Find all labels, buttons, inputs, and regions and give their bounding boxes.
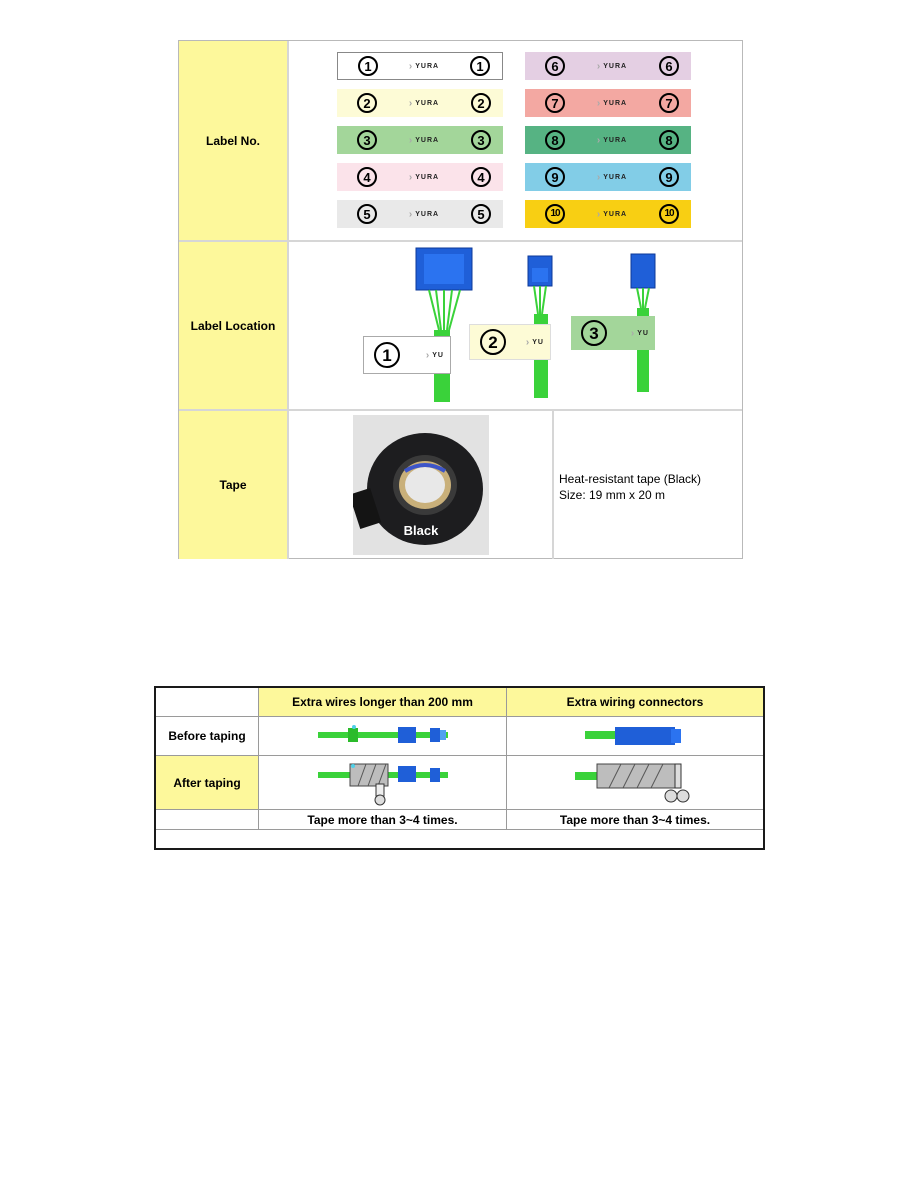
wire-before-drawing [317, 725, 448, 743]
location-label-1: 1 ›YU [363, 336, 451, 374]
label-number: 3 [357, 130, 377, 150]
label-number: 5 [357, 204, 377, 224]
label-brand: ›YURA [596, 97, 628, 109]
tape-photo: Black [349, 415, 489, 555]
tape-desc-line2: Size: 19 mm x 20 m [559, 488, 666, 502]
tape-heading: Tape [219, 478, 247, 492]
label-brand: ›YURA [408, 134, 440, 146]
label-number: 10 [545, 204, 565, 224]
label-swatch-4: 4 ›YURA 4 [337, 163, 503, 191]
row-header-label-no: Label No. [179, 41, 289, 240]
label-number: 7 [659, 93, 679, 113]
label-brand: ›YURA [596, 60, 628, 72]
label-number: 2 [357, 93, 377, 113]
tape-description: Heat-resistant tape (Black) Size: 19 mm … [559, 471, 739, 503]
label-swatch-3: 3 ›YURA 3 [337, 126, 503, 154]
label-number: 8 [659, 130, 679, 150]
label-number: 1 [358, 56, 378, 76]
label-brand: ›YURA [596, 208, 628, 220]
col-header-extra-connectors: Extra wiring connectors [507, 688, 763, 717]
label-number: 2 [480, 329, 506, 355]
taping-instructions-table: Extra wires longer than 200 mm Extra wir… [154, 686, 765, 850]
label-no-heading: Label No. [205, 133, 260, 148]
label-number: 4 [471, 167, 491, 187]
row-header-tape: Tape [179, 411, 289, 559]
row-divider [179, 240, 742, 242]
label-brand: ›YURA [408, 171, 440, 183]
label-number: 1 [470, 56, 490, 76]
tape-desc-line1: Heat-resistant tape (Black) [559, 472, 702, 486]
col-divider [552, 411, 554, 559]
row-header-label-location: Label Location [179, 242, 289, 409]
tape-photo-caption: Black [403, 523, 439, 538]
label-swatch-2: 2 ›YURA 2 [337, 89, 503, 117]
label-brand: ›YURA [408, 60, 440, 72]
label-swatch-8: 8 ›YURA 8 [525, 126, 691, 154]
row-header-before-taping: Before taping [156, 717, 259, 756]
label-number: 6 [659, 56, 679, 76]
location-label-2: 2 ›YU [469, 324, 551, 360]
connector-after-drawing [575, 763, 690, 802]
label-swatch-5: 5 ›YURA 5 [337, 200, 503, 228]
label-swatch-1: 1 ›YURA 1 [337, 52, 503, 80]
label-brand: ›YU [425, 349, 444, 361]
corner-cell [156, 688, 259, 717]
notes-row-empty-cell [156, 810, 259, 830]
before-taping-wires-illustration [259, 717, 507, 756]
label-number: 1 [374, 342, 400, 368]
label-number: 3 [581, 320, 607, 346]
label-spec-table: Label No. Label Location Tape 1 ›YURA 1 2 ›Y… [178, 40, 743, 559]
label-swatches: 1 ›YURA 1 2 ›YURA 2 3 ›YURA 3 4 ›YURA 4 5 ›YURA 5 6 ›YUR… [289, 41, 742, 240]
label-number: 6 [545, 56, 565, 76]
label-number: 2 [471, 93, 491, 113]
note-wires: Tape more than 3~4 times. [259, 810, 507, 830]
connector-1 [415, 247, 473, 402]
label-number: 10 [659, 204, 679, 224]
label-brand: ›YURA [596, 134, 628, 146]
tape-roll-image [349, 415, 489, 555]
location-label-3: 3 ›YU [571, 316, 655, 350]
label-swatch-9: 9 ›YURA 9 [525, 163, 691, 191]
label-brand: ›YURA [596, 171, 628, 183]
label-location-heading: Label Location [190, 318, 276, 333]
label-number: 4 [357, 167, 377, 187]
label-brand: ›YU [525, 336, 544, 348]
label-swatch-10: 10 ›YURA 10 [525, 200, 691, 228]
row-header-after-taping: After taping [156, 756, 259, 810]
connector-before-drawing [585, 727, 681, 745]
row-divider [179, 409, 742, 411]
label-brand: ›YURA [408, 208, 440, 220]
label-number: 7 [545, 93, 565, 113]
label-number: 9 [659, 167, 679, 187]
label-number: 9 [545, 167, 565, 187]
col-header-extra-wires: Extra wires longer than 200 mm [259, 688, 507, 717]
before-taping-connectors-illustration [507, 717, 763, 756]
label-number: 3 [471, 130, 491, 150]
label-number: 8 [545, 130, 565, 150]
label-location-illustration: 1 ›YU 2 ›YU 3 ›YU [289, 242, 742, 409]
note-connectors: Tape more than 3~4 times. [507, 810, 763, 830]
wire-after-drawing [317, 763, 448, 805]
label-brand: ›YU [630, 327, 649, 339]
after-taping-connectors-illustration [507, 756, 763, 810]
label-swatch-6: 6 ›YURA 6 [525, 52, 691, 80]
after-taping-wires-illustration [259, 756, 507, 810]
label-brand: ›YURA [408, 97, 440, 109]
label-swatch-7: 7 ›YURA 7 [525, 89, 691, 117]
label-number: 5 [471, 204, 491, 224]
